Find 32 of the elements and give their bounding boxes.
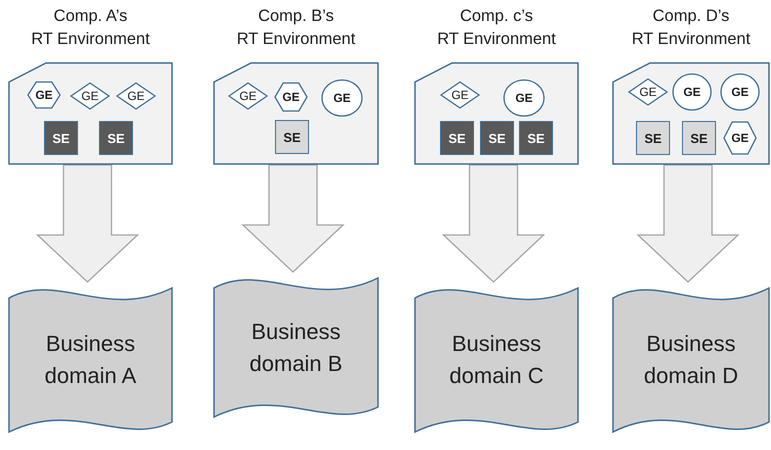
circle-shape: GE [503,79,545,117]
panel-heading: Comp. c’s RT Environment [436,6,557,50]
square-shape: SE [44,121,78,155]
square-shape: SE [519,121,553,155]
hexagon-shape: GE [274,82,308,112]
diamond-shape: GE [440,81,480,109]
circle-shape: GE [321,79,363,117]
panel-heading: Comp. A’s RT Environment [30,6,151,50]
hexagon-shape: GE [723,121,757,155]
block-arrow [442,164,546,283]
wavy-document-shape: Business domain D [612,284,770,436]
circle-shape: GE [672,73,712,111]
square-shape: SE [275,120,309,154]
panel-heading: Comp. B’s RT Environment [236,6,356,50]
circle-shape: GE [720,73,760,111]
wavy-document-shape: Business domain A [8,284,173,436]
wavy-document-shape: Business domain B [213,274,379,421]
hexagon-shape: GE [27,81,61,109]
diamond-shape: GE [628,78,668,106]
square-shape: SE [99,121,133,155]
square-shape: SE [440,121,474,155]
square-shape: SE [682,121,716,155]
diamond-shape: GE [116,82,156,110]
panel-heading: Comp. D’s RT Environment [630,6,752,50]
diamond-shape: GE [70,82,110,110]
block-arrow [36,164,140,283]
wavy-document-shape: Business domain C [414,284,579,436]
diamond-shape: GE [228,82,268,110]
square-shape: SE [480,121,514,155]
block-arrow [636,164,740,283]
square-shape: SE [636,121,670,155]
block-arrow [241,164,345,273]
